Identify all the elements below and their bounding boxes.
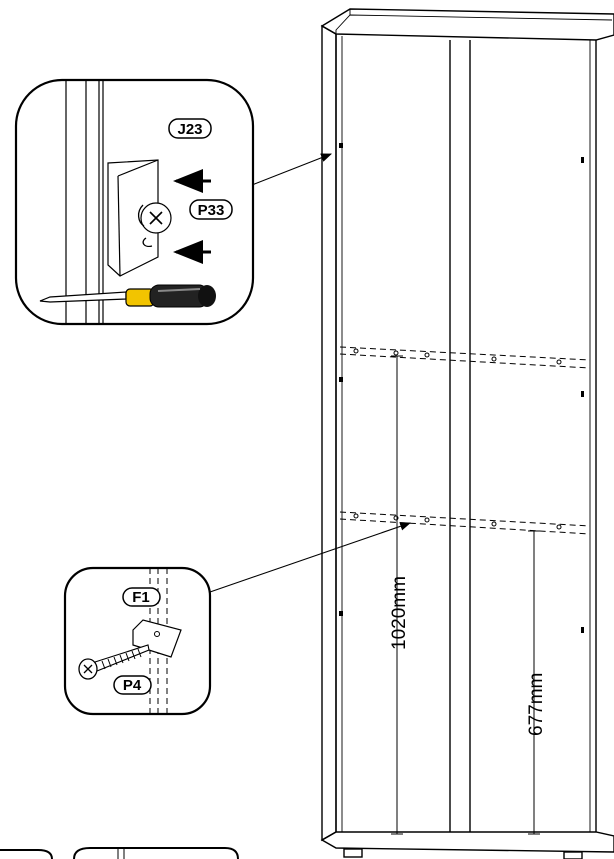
label-J23-badge: [168, 118, 212, 139]
screw-icon: [78, 644, 150, 680]
detail-callout-partial: [0, 847, 239, 859]
label-P33: P33: [198, 202, 225, 219]
label-P4-badge: [113, 675, 152, 695]
leader-line-hinge: [251, 153, 333, 186]
label-J23: J23: [177, 121, 202, 138]
dimension-upper: [391, 355, 403, 835]
shelf-holes-upper: [353, 348, 562, 365]
label-P4: P4: [123, 677, 142, 694]
foot-right: [563, 851, 583, 859]
detail-bracket-callout: F1 P4: [63, 566, 212, 716]
dimension-upper-label: 1020mm: [389, 576, 410, 650]
shelf-holes-lower: [353, 513, 562, 530]
hinge-holes-left: [339, 143, 343, 616]
dimension-lower: [528, 530, 540, 835]
foot-left: [343, 848, 363, 858]
cabinet-left-side: [321, 24, 337, 842]
cabinet-top: [320, 8, 614, 41]
label-F1: F1: [132, 589, 150, 606]
shelf-line-lower: [339, 511, 591, 535]
cabinet-plinth: [320, 831, 614, 853]
leader-line-bracket: [209, 522, 412, 593]
label-P33-badge: [189, 199, 233, 220]
detail-hinge-callout: J23 P33: [14, 78, 255, 326]
cabinet: [320, 8, 614, 859]
hinge-holes-right: [581, 157, 584, 633]
label-F1-badge: [122, 587, 161, 607]
shelf-line-upper: [339, 346, 591, 369]
screwdriver-icon: [39, 284, 216, 308]
dimension-lower-label: 677mm: [526, 673, 547, 736]
